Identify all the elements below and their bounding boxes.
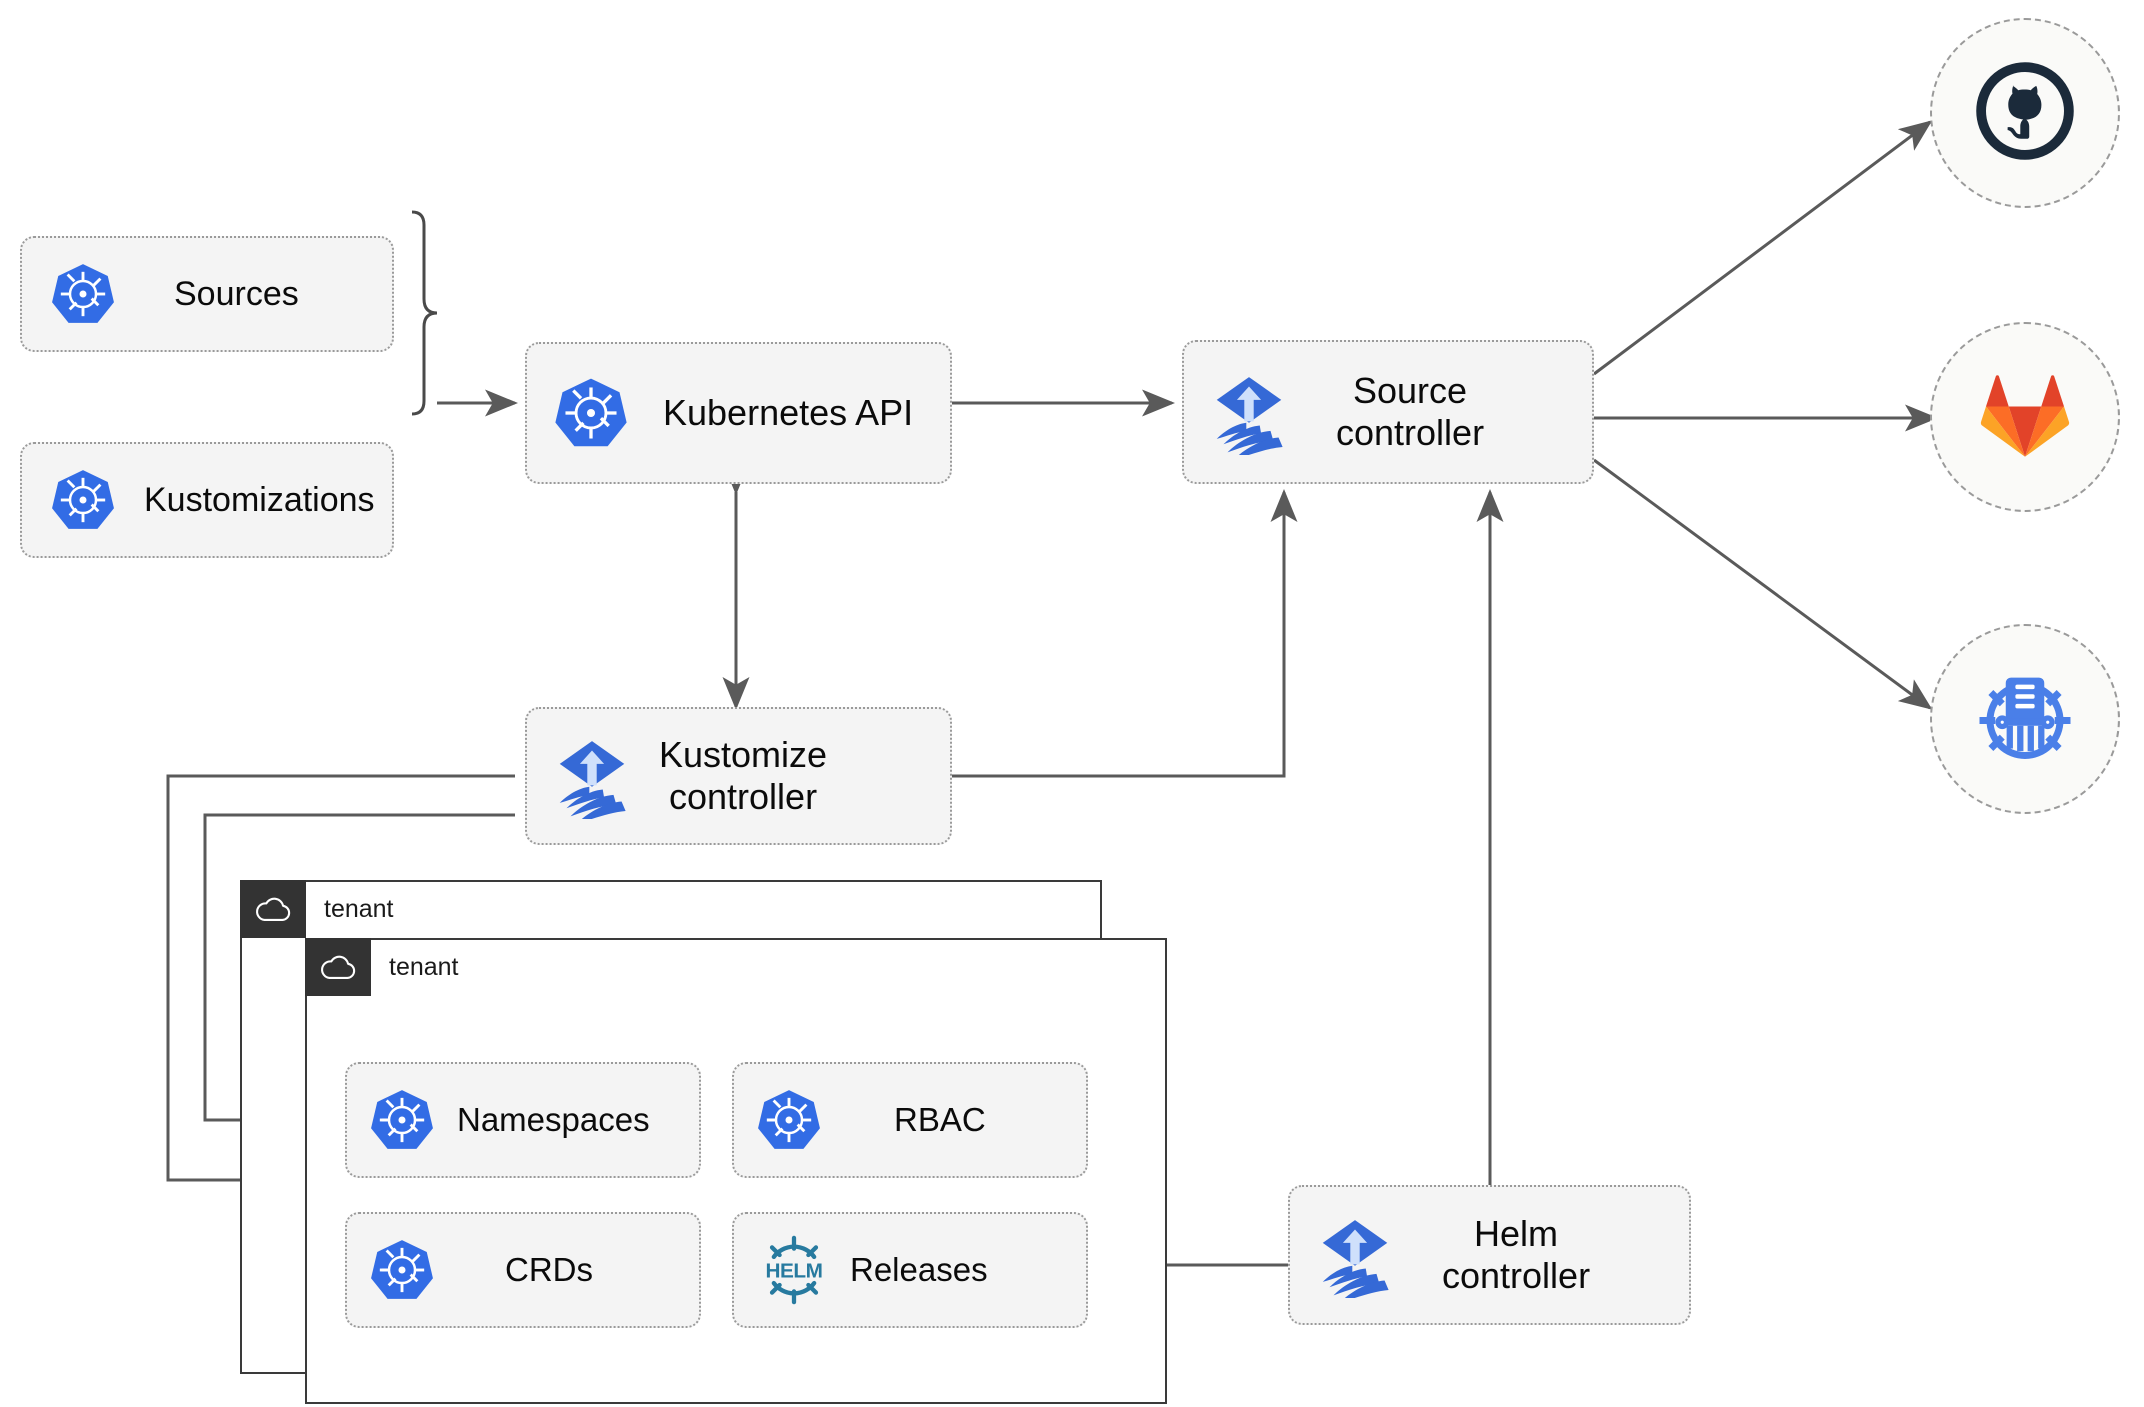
node-label: Sources <box>174 274 299 313</box>
node-label: RBAC <box>894 1100 986 1138</box>
node-kubernetes-api[interactable]: Kubernetes API <box>525 342 952 484</box>
cloud-icon <box>254 896 292 923</box>
endpoint-github[interactable] <box>1930 18 2120 208</box>
endpoint-helm-repo[interactable] <box>1930 624 2120 814</box>
kubernetes-icon <box>50 467 116 533</box>
node-source-controller[interactable]: Source controller <box>1182 340 1594 484</box>
wire-source-to-helm-repo <box>1593 458 1933 710</box>
resource-group-bracket <box>411 210 438 416</box>
node-label: Source controller <box>1336 369 1485 453</box>
node-label: Kubernetes API <box>663 391 914 433</box>
helm-icon: HELM <box>756 1232 832 1308</box>
node-rbac[interactable]: RBAC <box>732 1062 1088 1178</box>
tenant-label: tenant <box>324 894 394 923</box>
tenant-titlebar <box>240 880 306 938</box>
node-helm-controller[interactable]: Helm controller <box>1288 1185 1691 1325</box>
kubernetes-icon <box>756 1087 822 1153</box>
kubernetes-icon <box>50 261 116 327</box>
node-label: Releases <box>850 1250 988 1288</box>
flux-icon <box>549 733 635 819</box>
node-label: Namespaces <box>457 1100 650 1138</box>
node-kustomize-controller[interactable]: Kustomize controller <box>525 707 952 845</box>
kubernetes-icon <box>369 1237 435 1303</box>
node-kustomizations[interactable]: Kustomizations <box>20 442 394 558</box>
tenant-titlebar <box>305 938 371 996</box>
node-label: Kustomize controller <box>659 733 828 817</box>
tenant-label: tenant <box>389 952 459 981</box>
kubernetes-icon <box>553 375 629 451</box>
node-label: Kustomizations <box>144 480 375 519</box>
svg-text:HELM: HELM <box>766 1260 823 1283</box>
kubernetes-icon <box>369 1087 435 1153</box>
flux-icon <box>1206 369 1292 455</box>
wire-kustomize-to-source-controller <box>952 489 1298 778</box>
github-icon <box>1973 59 2077 168</box>
tenant-front[interactable]: tenant Namespa <box>305 938 1167 1404</box>
node-namespaces[interactable]: Namespaces <box>345 1062 701 1178</box>
node-label: CRDs <box>505 1250 593 1288</box>
wire-source-to-github <box>1593 120 1933 376</box>
node-sources[interactable]: Sources <box>20 236 394 352</box>
endpoint-gitlab[interactable] <box>1930 322 2120 512</box>
flux-icon <box>1312 1212 1398 1298</box>
cloud-icon <box>319 954 357 981</box>
node-label: Helm controller <box>1442 1212 1591 1296</box>
helm-repo-icon <box>1969 661 2081 778</box>
node-crds[interactable]: CRDs <box>345 1212 701 1328</box>
node-releases[interactable]: HELM Releases <box>732 1212 1088 1328</box>
gitlab-icon <box>1975 367 2075 468</box>
